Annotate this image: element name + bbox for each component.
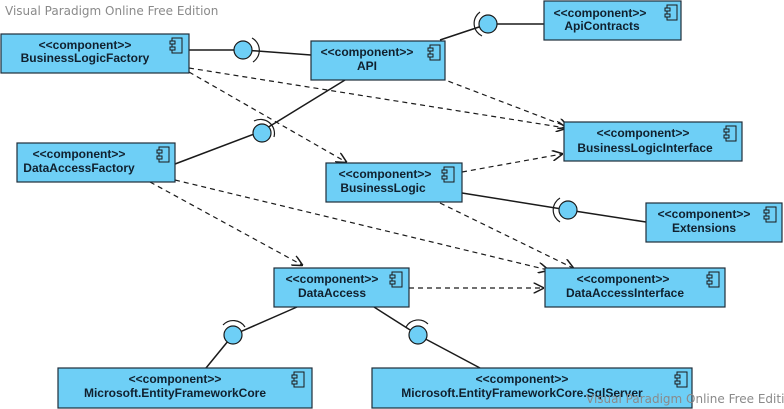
svg-text:API: API xyxy=(357,59,377,73)
component-data-access[interactable]: <<component>> DataAccess xyxy=(273,267,410,308)
component-icon xyxy=(664,4,678,21)
component-api-contracts[interactable]: <<component>> ApiContracts xyxy=(543,0,682,41)
component-business-logic-factory[interactable]: <<component>> BusinessLogicFactory xyxy=(0,33,190,74)
svg-text:<<component>>: <<component>> xyxy=(33,147,126,161)
svg-text:Microsoft.EntityFrameworkCore: Microsoft.EntityFrameworkCore xyxy=(84,386,266,400)
svg-text:<<component>>: <<component>> xyxy=(339,167,432,181)
component-icon xyxy=(156,146,170,163)
interface-ball xyxy=(233,40,253,60)
component-ef-core-sqlserver[interactable]: <<component>> Microsoft.EntityFrameworkC… xyxy=(371,367,693,409)
svg-text:BusinessLogicFactory: BusinessLogicFactory xyxy=(21,51,150,65)
dependency-arrows xyxy=(149,67,573,288)
component-icon xyxy=(427,44,441,61)
interface-socket xyxy=(473,11,483,37)
watermark-bottom: Visual Paradigm Online Free Edition xyxy=(586,392,784,406)
component-ef-core[interactable]: <<component>> Microsoft.EntityFrameworkC… xyxy=(57,367,313,409)
dependency-daf-dai xyxy=(174,179,548,270)
svg-text:Microsoft.EntityFrameworkCore.: Microsoft.EntityFrameworkCore.SqlServer xyxy=(401,386,643,400)
svg-text:DataAccess: DataAccess xyxy=(298,286,366,300)
component-icon xyxy=(706,271,720,288)
svg-text:<<component>>: <<component>> xyxy=(577,272,670,286)
svg-text:DataAccessFactory: DataAccessFactory xyxy=(23,161,135,175)
component-icon xyxy=(763,206,777,223)
svg-text:<<component>>: <<component>> xyxy=(658,207,751,221)
dependency-bl-bli xyxy=(461,154,562,173)
svg-text:DataAccessInterface: DataAccessInterface xyxy=(566,286,684,300)
dependency-blf-bli xyxy=(188,67,566,128)
interface-socket xyxy=(405,319,429,328)
component-data-access-interface[interactable]: <<component>> DataAccessInterface xyxy=(544,267,726,308)
interface-socket xyxy=(222,319,246,328)
interface-socket xyxy=(251,37,260,63)
svg-text:<<component>>: <<component>> xyxy=(597,126,690,140)
connector-bl-extensions xyxy=(461,192,569,211)
dependency-blf-bl xyxy=(188,71,346,162)
component-business-logic-interface[interactable]: <<component>> BusinessLogicInterface xyxy=(563,121,743,162)
svg-text:<<component>>: <<component>> xyxy=(476,372,569,386)
svg-text:BusinessLogic: BusinessLogic xyxy=(340,181,426,195)
interface-ball xyxy=(408,325,428,345)
component-extensions[interactable]: <<component>> Extensions xyxy=(645,202,783,243)
dependency-bl-dai xyxy=(439,202,573,268)
interface-ball xyxy=(478,14,498,34)
connector-daf-api xyxy=(174,130,263,165)
connector-da-efcore xyxy=(232,306,298,336)
svg-text:<<component>>: <<component>> xyxy=(321,45,414,59)
watermark-top: Visual Paradigm Online Free Edition xyxy=(5,4,219,18)
dependency-daf-da xyxy=(149,181,302,265)
svg-text:Extensions: Extensions xyxy=(672,221,736,235)
component-business-logic[interactable]: <<component>> BusinessLogic xyxy=(325,162,463,203)
interface-socket xyxy=(253,118,276,138)
component-icon xyxy=(441,166,455,183)
component-api[interactable]: <<component>> API xyxy=(310,40,446,81)
component-data-access-factory[interactable]: <<component>> DataAccessFactory xyxy=(16,142,176,183)
interface-ball xyxy=(558,200,578,220)
interface-ball xyxy=(223,325,243,345)
svg-text:<<component>>: <<component>> xyxy=(129,372,222,386)
component-icon xyxy=(169,37,183,54)
svg-text:<<component>>: <<component>> xyxy=(39,38,132,52)
svg-text:<<component>>: <<component>> xyxy=(286,272,379,286)
interface-socket xyxy=(552,197,561,223)
assembly-connectors xyxy=(174,11,647,369)
component-icon xyxy=(291,371,305,388)
svg-text:ApiContracts: ApiContracts xyxy=(564,19,640,33)
component-icon xyxy=(674,371,688,388)
component-icon xyxy=(389,271,403,288)
interface-ball xyxy=(252,123,272,143)
svg-text:<<component>>: <<component>> xyxy=(554,6,647,20)
component-icon xyxy=(723,125,737,142)
svg-text:BusinessLogicInterface: BusinessLogicInterface xyxy=(577,141,713,155)
dependency-api-bli xyxy=(439,77,568,127)
